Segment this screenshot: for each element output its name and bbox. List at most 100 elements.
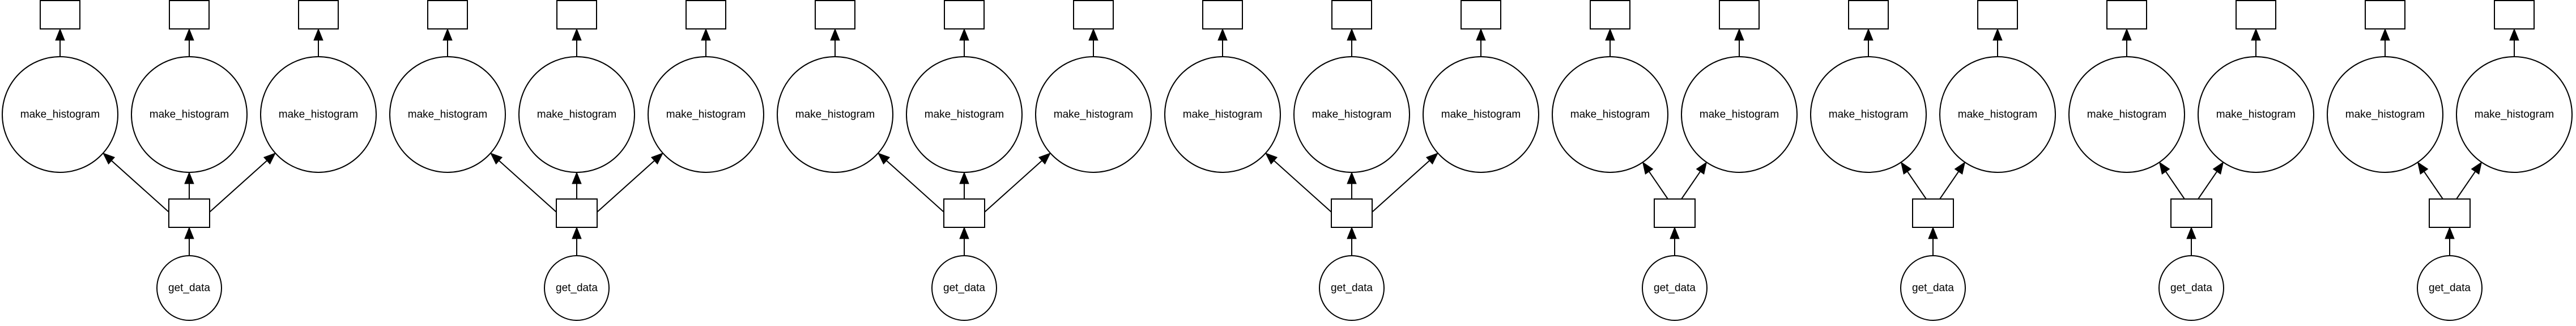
edge-getdata-to-split bbox=[1928, 226, 1938, 256]
arrowhead-icon bbox=[1992, 28, 2003, 41]
output-box bbox=[1073, 0, 1114, 29]
arrowhead-icon bbox=[1863, 28, 1874, 41]
edge-line bbox=[1274, 160, 1332, 213]
histogram-node-label: make_histogram bbox=[408, 109, 487, 121]
arrowhead-icon bbox=[1605, 28, 1615, 41]
histogram-node bbox=[1164, 56, 1281, 173]
arrowhead-icon bbox=[877, 153, 891, 165]
histogram-node-label: make_histogram bbox=[1570, 109, 1650, 121]
split-box bbox=[1654, 198, 1696, 228]
edge-histogram-to-output bbox=[2251, 28, 2261, 57]
output-box bbox=[40, 0, 80, 29]
edge-split-to-histogram bbox=[1681, 162, 1708, 200]
edge-line bbox=[1907, 171, 1927, 200]
arrowhead-icon bbox=[650, 153, 664, 165]
histogram-node bbox=[1681, 56, 1798, 173]
edge-split-to-histogram bbox=[572, 171, 582, 199]
edge-line bbox=[111, 160, 169, 213]
output-box bbox=[1848, 0, 1889, 29]
edge-getdata-to-split bbox=[959, 226, 969, 256]
output-box bbox=[1331, 0, 1372, 29]
arrowhead-icon bbox=[1038, 153, 1051, 165]
edge-histogram-to-output bbox=[1863, 28, 1874, 57]
edge-histogram-to-output bbox=[1605, 28, 1615, 57]
get-data-node bbox=[156, 255, 222, 321]
histogram-node-label: make_histogram bbox=[279, 109, 358, 121]
get-data-node bbox=[1900, 255, 1966, 321]
edge-line bbox=[886, 160, 944, 213]
edge-split-to-histogram bbox=[102, 153, 169, 213]
arrowhead-icon bbox=[2445, 226, 2455, 239]
edge-split-to-histogram bbox=[984, 153, 1051, 213]
arrowhead-icon bbox=[572, 171, 582, 184]
arrowhead-icon bbox=[102, 153, 116, 165]
arrowhead-icon bbox=[1088, 28, 1098, 41]
arrowhead-icon bbox=[184, 171, 194, 184]
histogram-node bbox=[1035, 56, 1152, 173]
histogram-node bbox=[777, 56, 893, 173]
edge-histogram-to-output bbox=[2122, 28, 2132, 57]
histogram-node bbox=[1293, 56, 1410, 173]
get-data-node bbox=[544, 255, 610, 321]
arrowhead-icon bbox=[2509, 28, 2519, 41]
edge-line bbox=[2424, 171, 2443, 200]
arrowhead-icon bbox=[1425, 153, 1439, 165]
arrowhead-icon bbox=[2471, 162, 2483, 175]
arrowhead-icon bbox=[1954, 162, 1966, 175]
arrowhead-icon bbox=[2122, 28, 2132, 41]
get-data-node bbox=[1642, 255, 1708, 321]
histogram-node-label: make_histogram bbox=[795, 109, 875, 121]
get-data-node bbox=[2417, 255, 2483, 321]
edge-split-to-histogram bbox=[209, 153, 276, 213]
edges-layer bbox=[55, 28, 2519, 256]
histogram-node bbox=[2456, 56, 2573, 173]
arrowhead-icon bbox=[2212, 162, 2224, 175]
edge-histogram-to-output bbox=[1347, 28, 1357, 57]
edge-split-to-histogram bbox=[2158, 162, 2185, 200]
histogram-node-label: make_histogram bbox=[1958, 109, 2037, 121]
arrowhead-icon bbox=[1900, 162, 1912, 175]
edge-split-to-histogram bbox=[2456, 162, 2483, 200]
edge-split-to-histogram bbox=[1939, 162, 1966, 200]
histogram-node-label: make_histogram bbox=[537, 109, 616, 121]
histogram-node bbox=[648, 56, 764, 173]
histogram-node-label: make_histogram bbox=[2216, 109, 2296, 121]
edge-line bbox=[2198, 171, 2217, 200]
histogram-node-label: make_histogram bbox=[20, 109, 100, 121]
output-box bbox=[1461, 0, 1501, 29]
edge-split-to-histogram bbox=[2198, 162, 2224, 200]
output-box bbox=[1719, 0, 1760, 29]
edge-line bbox=[597, 160, 655, 213]
histogram-node-label: make_histogram bbox=[2475, 109, 2554, 121]
get-data-node-label: get_data bbox=[168, 282, 210, 294]
output-box bbox=[1590, 0, 1630, 29]
edge-histogram-to-output bbox=[959, 28, 969, 57]
arrowhead-icon bbox=[55, 28, 65, 41]
edge-getdata-to-split bbox=[2445, 226, 2455, 256]
edge-split-to-histogram bbox=[597, 153, 664, 213]
arrowhead-icon bbox=[2380, 28, 2390, 41]
histogram-node-label: make_histogram bbox=[1829, 109, 1908, 121]
edge-line bbox=[499, 160, 557, 213]
split-box bbox=[1912, 198, 1954, 228]
edge-line bbox=[2456, 171, 2476, 200]
arrowhead-icon bbox=[1347, 171, 1357, 184]
edge-split-to-histogram bbox=[2417, 162, 2443, 200]
get-data-node-label: get_data bbox=[2429, 282, 2471, 294]
split-box bbox=[168, 198, 210, 228]
edge-histogram-to-output bbox=[701, 28, 711, 57]
output-box bbox=[1977, 0, 2018, 29]
output-box bbox=[815, 0, 855, 29]
edge-histogram-to-output bbox=[1476, 28, 1486, 57]
arrowhead-icon bbox=[701, 28, 711, 41]
histogram-node-label: make_histogram bbox=[925, 109, 1004, 121]
histogram-node bbox=[906, 56, 1023, 173]
histogram-node-label: make_histogram bbox=[1312, 109, 1391, 121]
output-box bbox=[298, 0, 339, 29]
output-box bbox=[944, 0, 985, 29]
edge-split-to-histogram bbox=[489, 153, 557, 213]
edge-histogram-to-output bbox=[442, 28, 453, 57]
edge-histogram-to-output bbox=[1217, 28, 1228, 57]
